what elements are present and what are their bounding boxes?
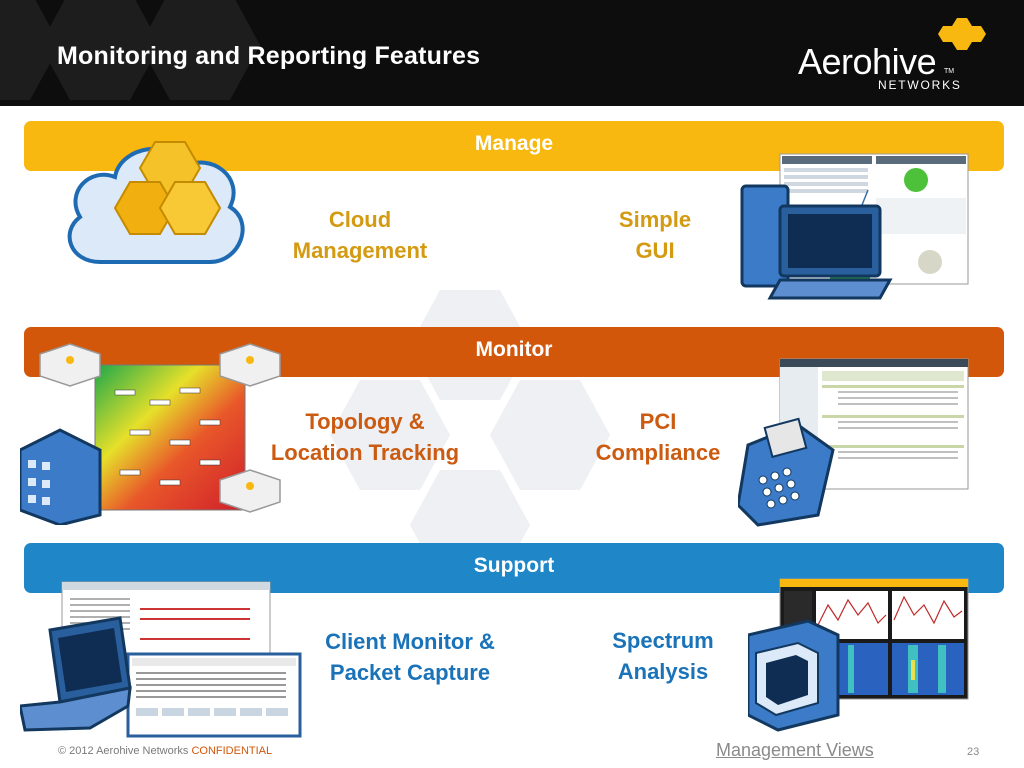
payment-terminal-icon: [738, 417, 835, 527]
laptop-icon: [20, 616, 132, 732]
access-point-icon: [39, 343, 101, 387]
client-monitor-illustration: [20, 581, 302, 738]
feature-line: Client Monitor &: [325, 629, 495, 654]
manage-label: Manage: [474, 132, 554, 155]
feature-pci-compliance: PCI Compliance: [578, 406, 738, 468]
page-number: 23: [967, 746, 980, 758]
feature-spectrum-analysis: Spectrum Analysis: [588, 625, 738, 687]
footer-copyright: © 2012 Aerohive Networks CONFIDENTIAL: [58, 745, 272, 757]
logo-hexagons-icon: [938, 18, 986, 50]
monitor-box-icon: [748, 619, 840, 732]
feature-line: Topology &: [305, 409, 425, 434]
monitor-label: Monitor: [475, 338, 553, 361]
feature-line: Analysis: [617, 659, 709, 684]
copyright-text: © 2012 Aerohive Networks: [58, 745, 192, 757]
logo-trademark: TM: [944, 68, 955, 75]
logo-subtitle: NETWORKS: [878, 78, 962, 92]
feature-line: Cloud: [328, 207, 392, 232]
management-views-link[interactable]: Management Views: [716, 740, 874, 760]
feature-line: Simple: [618, 207, 692, 232]
topology-map-illustration: [20, 343, 281, 525]
feature-line: PCI: [639, 409, 677, 434]
slide-title: Monitoring and Reporting Features: [57, 42, 481, 70]
feature-line: Location Tracking: [270, 440, 460, 465]
feature-simple-gui: Simple GUI: [590, 204, 720, 266]
feature-line: Compliance: [595, 440, 721, 465]
feature-line: Management: [292, 238, 428, 263]
building-icon: [20, 428, 102, 525]
feature-topology-location: Topology & Location Tracking: [255, 406, 475, 468]
header-hex-pattern: [0, 0, 260, 100]
feature-cloud-management: Cloud Management: [270, 204, 450, 266]
pci-report-illustration: [738, 358, 969, 527]
header-bar: Monitoring and Reporting Features Aerohi…: [0, 0, 1024, 106]
spectrum-analysis-illustration: [748, 578, 969, 732]
support-label: Support: [473, 554, 555, 577]
feature-client-monitor: Client Monitor & Packet Capture: [308, 626, 512, 688]
cloud-hexagon-icon: [67, 141, 245, 264]
aerohive-logo: Aerohive TM NETWORKS: [798, 16, 998, 96]
feature-line: Packet Capture: [329, 660, 491, 685]
desktop-gui-screenshot: [740, 153, 969, 300]
confidential-label: CONFIDENTIAL: [191, 745, 273, 757]
feature-line: Spectrum: [612, 628, 714, 653]
logo-wordmark: Aerohive: [798, 41, 937, 82]
feature-line: GUI: [635, 238, 675, 263]
